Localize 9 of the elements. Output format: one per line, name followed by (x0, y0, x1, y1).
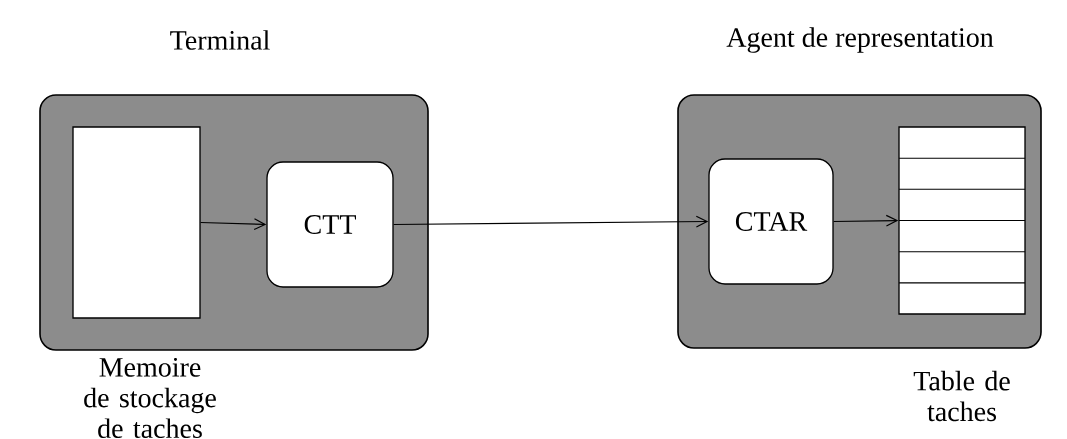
node-label: Memoire de stockage de taches (84, 357, 216, 439)
process-box: CTAR (708, 158, 834, 285)
node-label: Table de taches (913, 370, 1010, 422)
arrow (393, 215, 709, 228)
heading: Terminal (170, 30, 270, 50)
arrow (833, 214, 899, 227)
arrow (200, 218, 267, 231)
process-box: CTT (266, 161, 394, 288)
heading: Agent de representation (726, 27, 994, 53)
